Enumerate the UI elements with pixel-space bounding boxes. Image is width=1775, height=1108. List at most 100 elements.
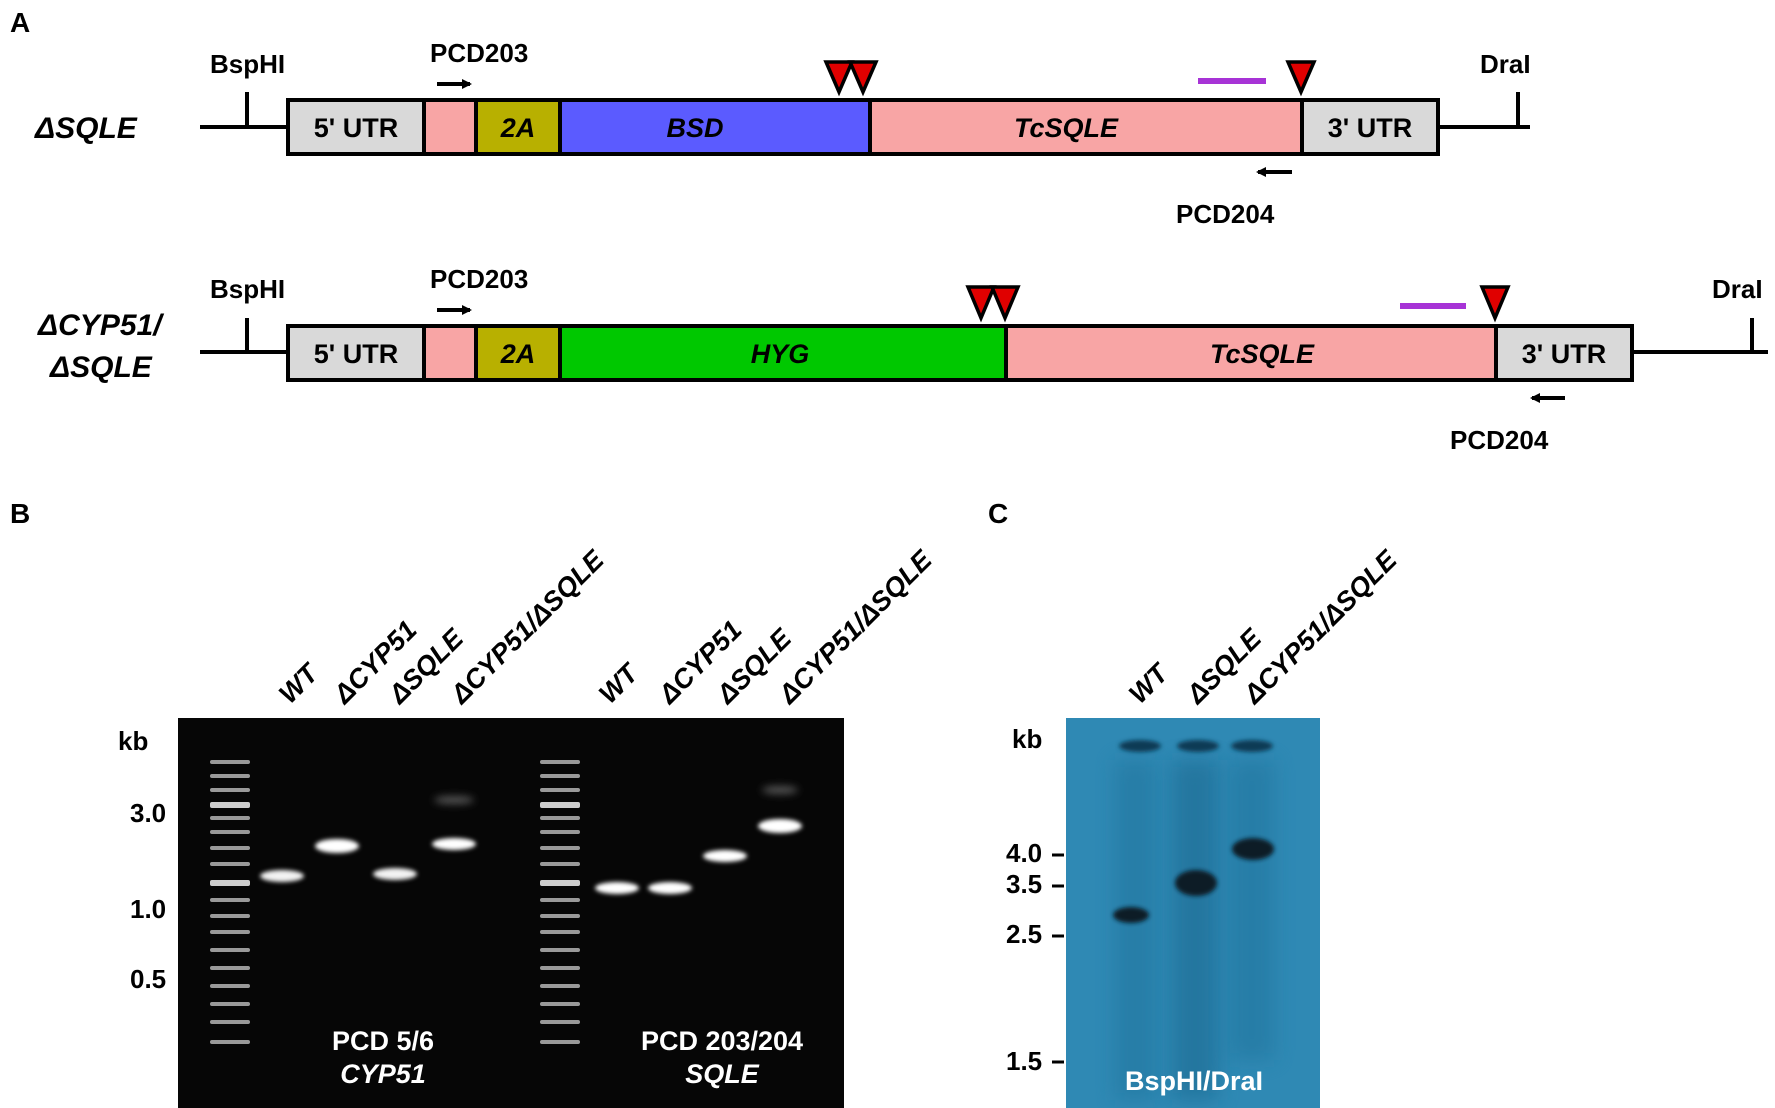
segment-tcsqle-label: TcSQLE xyxy=(1014,113,1119,143)
lane-wt: WT xyxy=(273,657,326,710)
blot-marker-35: 3.5 xyxy=(1006,869,1042,899)
gel-image xyxy=(178,718,844,1108)
ladder-band xyxy=(210,862,250,866)
triangle-marker xyxy=(1479,285,1511,323)
gel-marker-3: 3.0 xyxy=(130,798,166,828)
segment-2a xyxy=(474,98,562,156)
ladder-band xyxy=(210,984,250,988)
gel-unit: kb xyxy=(118,726,148,756)
segment-5utr xyxy=(286,324,426,382)
gel-marker-1: 1.0 xyxy=(130,894,166,924)
ladder-band xyxy=(210,846,250,850)
ladder-band xyxy=(540,898,580,902)
lane-cyp51-sqle: ΔCYP51/ΔSQLE xyxy=(772,544,938,710)
ladder-right xyxy=(540,760,580,1044)
gel-caption-right-2: SQLE xyxy=(685,1059,760,1089)
primer-pcd203-2: PCD203 xyxy=(430,264,528,294)
ladder-band xyxy=(210,830,250,834)
ladder-band xyxy=(540,846,580,850)
segment-2a-label: 2A xyxy=(500,113,536,143)
ladder-band xyxy=(540,802,580,808)
blot-unit: kb xyxy=(1012,724,1042,754)
gel-bands-left xyxy=(260,796,476,882)
ladder-band xyxy=(210,788,250,792)
gel-caption-left-1: PCD 5/6 xyxy=(332,1026,434,1056)
primer-pcd204-2: PCD204 xyxy=(1450,425,1549,455)
ladder-band xyxy=(210,966,250,970)
triangle-marker xyxy=(989,285,1021,323)
ladder-band xyxy=(210,1040,250,1044)
segment-5utr-label: 5' UTR xyxy=(314,339,398,369)
blot-caption: BspHI/DraI xyxy=(1125,1066,1263,1096)
ladder-band xyxy=(210,898,250,902)
ladder-band xyxy=(540,966,580,970)
segment-bsd xyxy=(558,98,872,156)
construct-delta-sqle: ΔSQLE BspHI DraI 5' UTR 2A BSD TcSQLE 3'… xyxy=(34,38,1531,229)
ladder-band xyxy=(210,914,250,918)
triangle-marker xyxy=(847,60,879,97)
construct2-name-line1: ΔCYP51/ xyxy=(37,309,164,342)
segment-tcsqle xyxy=(1004,324,1498,382)
segment-2a xyxy=(474,324,562,382)
ladder-band xyxy=(210,774,250,778)
gel-bands-right xyxy=(595,786,802,894)
ladder-band xyxy=(210,930,250,934)
ladder-band xyxy=(540,760,580,764)
ladder-band xyxy=(210,948,250,952)
ladder-band xyxy=(540,862,580,866)
ladder-band xyxy=(210,1002,250,1006)
primer-pcd203-1: PCD203 xyxy=(430,38,528,68)
blot-lane-cyp51-sqle: ΔCYP51/ΔSQLE xyxy=(1237,544,1403,710)
segment-pink xyxy=(422,98,478,156)
panel-a-label: A xyxy=(10,7,30,38)
triangle-marker xyxy=(965,285,997,323)
segment-2a-label: 2A xyxy=(500,339,536,369)
segment-tcsqle-label: TcSQLE xyxy=(1210,339,1315,369)
ladder-band xyxy=(540,930,580,934)
ladder-band xyxy=(540,788,580,792)
ladder-band xyxy=(210,816,250,820)
ladder-band xyxy=(540,984,580,988)
primer-pcd204-1: PCD204 xyxy=(1176,199,1275,229)
blot-marker-25: 2.5 xyxy=(1006,919,1042,949)
segment-hyg-label: HYG xyxy=(751,339,810,369)
ladder-band xyxy=(540,816,580,820)
segment-pink xyxy=(422,324,478,382)
lane-wt: WT xyxy=(593,657,646,710)
ladder-band xyxy=(540,1002,580,1006)
segment-3utr xyxy=(1494,324,1634,382)
segment-3utr xyxy=(1300,98,1440,156)
ladder-band xyxy=(540,948,580,952)
ladder-band xyxy=(210,802,250,808)
triangle-marker xyxy=(823,60,855,97)
ladder-band xyxy=(210,1020,250,1024)
triangle-marker xyxy=(1285,60,1317,97)
ladder-band xyxy=(540,830,580,834)
construct2-name-line2: ΔSQLE xyxy=(49,351,153,384)
enzyme-bsphi-2: BspHI xyxy=(210,274,285,304)
enzyme-bsphi-1: BspHI xyxy=(210,49,285,79)
blot-lane-wt: WT xyxy=(1123,657,1176,710)
ladder-band xyxy=(210,760,250,764)
segment-tcsqle xyxy=(868,98,1304,156)
construct1-name: ΔSQLE xyxy=(34,112,138,145)
gel-marker-05: 0.5 xyxy=(130,964,166,994)
enzyme-drai-1: DraI xyxy=(1480,49,1531,79)
segment-3utr-label: 3' UTR xyxy=(1328,113,1412,143)
ladder-band xyxy=(540,914,580,918)
segment-5utr xyxy=(286,98,426,156)
ladder-left xyxy=(210,760,250,1044)
ladder-band xyxy=(540,1020,580,1024)
lane-cyp51-sqle: ΔCYP51/ΔSQLE xyxy=(444,544,610,710)
gel-caption-left-2: CYP51 xyxy=(340,1059,426,1089)
segment-3utr-label: 3' UTR xyxy=(1522,339,1606,369)
ladder-band xyxy=(540,1040,580,1044)
southern-blot xyxy=(1066,718,1320,1108)
blot-marker-15: 1.5 xyxy=(1006,1046,1042,1076)
segment-bsd-label: BSD xyxy=(666,113,723,143)
ladder-band xyxy=(540,774,580,778)
construct-delta-cyp51-sqle: ΔCYP51/ ΔSQLE BspHI DraI 5' UTR 2A HYG T… xyxy=(37,264,1768,455)
ladder-band xyxy=(210,880,250,886)
gel-caption-right-1: PCD 203/204 xyxy=(641,1026,803,1056)
